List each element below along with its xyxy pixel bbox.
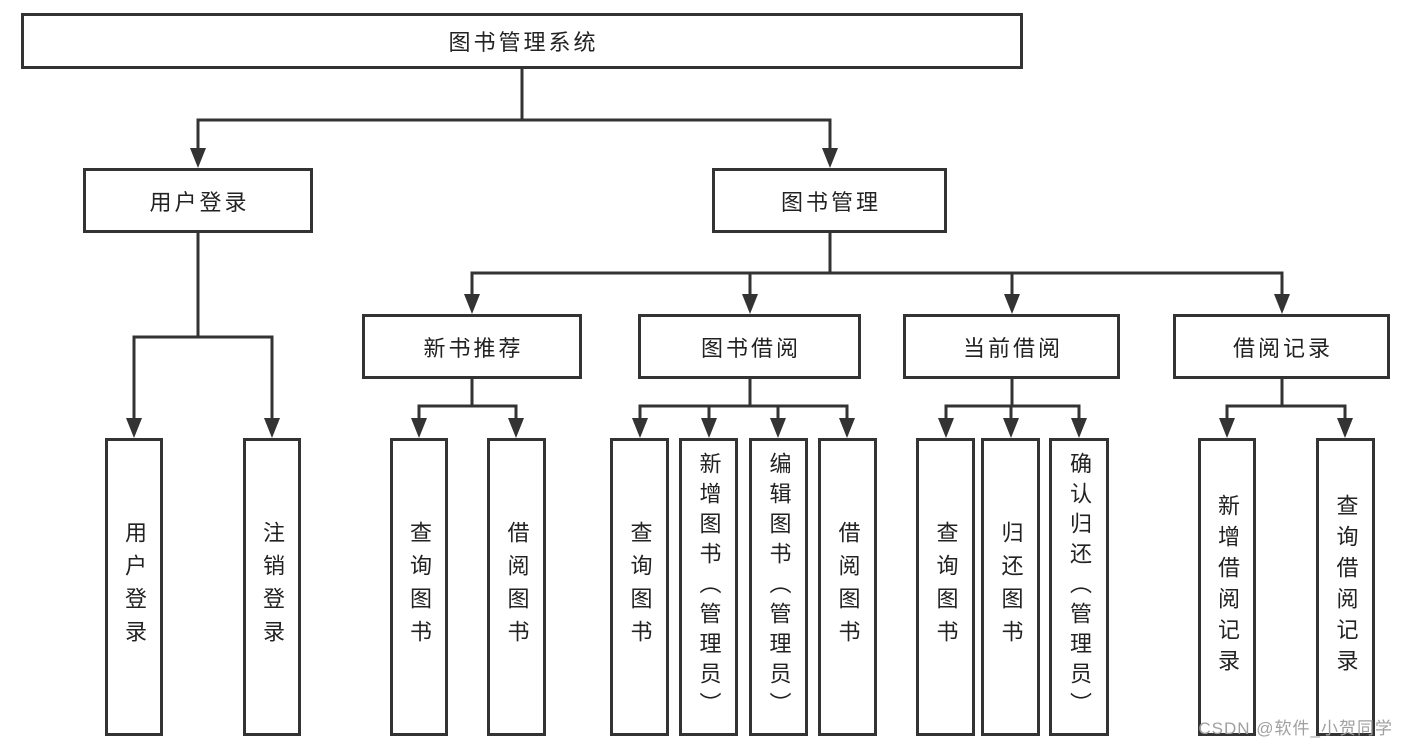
leaf-confirm-return-admin-label: 确认归还（管理员） xyxy=(1067,452,1092,722)
node-book-management: 图书管理 xyxy=(712,168,947,233)
node-new-book-recommend: 新书推荐 xyxy=(362,314,582,379)
leaf-search-books-current: 查询图书 xyxy=(916,438,975,736)
leaf-search-books-recommend: 查询图书 xyxy=(390,438,448,736)
leaf-search-books-borrowing: 查询图书 xyxy=(610,438,669,736)
leaf-logout-label: 注销登录 xyxy=(260,521,285,653)
node-book-borrowing-label: 图书借阅 xyxy=(700,335,801,361)
leaf-edit-books-admin: 编辑图书（管理员） xyxy=(749,438,808,736)
leaf-search-books-current-label: 查询图书 xyxy=(933,521,959,653)
node-book-management-label: 图书管理 xyxy=(780,189,881,215)
leaf-add-borrow-record-label: 新增借阅记录 xyxy=(1215,494,1240,680)
node-current-borrowing: 当前借阅 xyxy=(903,314,1120,379)
leaf-confirm-return-admin: 确认归还（管理员） xyxy=(1049,438,1109,736)
leaf-borrow-books-borrowing: 借阅图书 xyxy=(818,438,877,736)
node-root-label: 图书管理系统 xyxy=(448,30,599,55)
node-root: 图书管理系统 xyxy=(21,13,1023,69)
leaf-user-login-label: 用户登录 xyxy=(122,521,147,653)
leaf-borrow-books-recommend-label: 借阅图书 xyxy=(504,521,530,653)
node-borrowing-records-label: 借阅记录 xyxy=(1232,335,1333,361)
leaf-user-login: 用户登录 xyxy=(105,438,163,736)
leaf-add-borrow-record: 新增借阅记录 xyxy=(1198,438,1256,736)
node-book-borrowing: 图书借阅 xyxy=(638,314,861,379)
node-user-login: 用户登录 xyxy=(83,168,313,233)
leaf-borrow-books-borrowing-label: 借阅图书 xyxy=(835,521,861,653)
leaf-borrow-books-recommend: 借阅图书 xyxy=(487,438,546,736)
node-new-book-recommend-label: 新书推荐 xyxy=(423,335,524,361)
leaf-return-books: 归还图书 xyxy=(981,438,1040,736)
leaf-logout: 注销登录 xyxy=(243,438,301,736)
node-user-login-label: 用户登录 xyxy=(149,189,250,215)
leaf-search-books-borrowing-label: 查询图书 xyxy=(627,521,653,653)
leaf-search-books-recommend-label: 查询图书 xyxy=(407,521,432,653)
csdn-watermark: CSDN @软件_小贺同学 xyxy=(1198,719,1393,738)
node-borrowing-records: 借阅记录 xyxy=(1173,314,1390,379)
leaf-add-books-admin: 新增图书（管理员） xyxy=(679,438,738,736)
leaf-search-borrow-record: 查询借阅记录 xyxy=(1316,438,1375,736)
leaf-edit-books-admin-label: 编辑图书（管理员） xyxy=(766,452,792,722)
leaf-return-books-label: 归还图书 xyxy=(998,521,1024,653)
leaf-add-books-admin-label: 新增图书（管理员） xyxy=(696,452,722,722)
node-current-borrowing-label: 当前借阅 xyxy=(962,335,1063,361)
leaf-search-borrow-record-label: 查询借阅记录 xyxy=(1333,494,1359,680)
